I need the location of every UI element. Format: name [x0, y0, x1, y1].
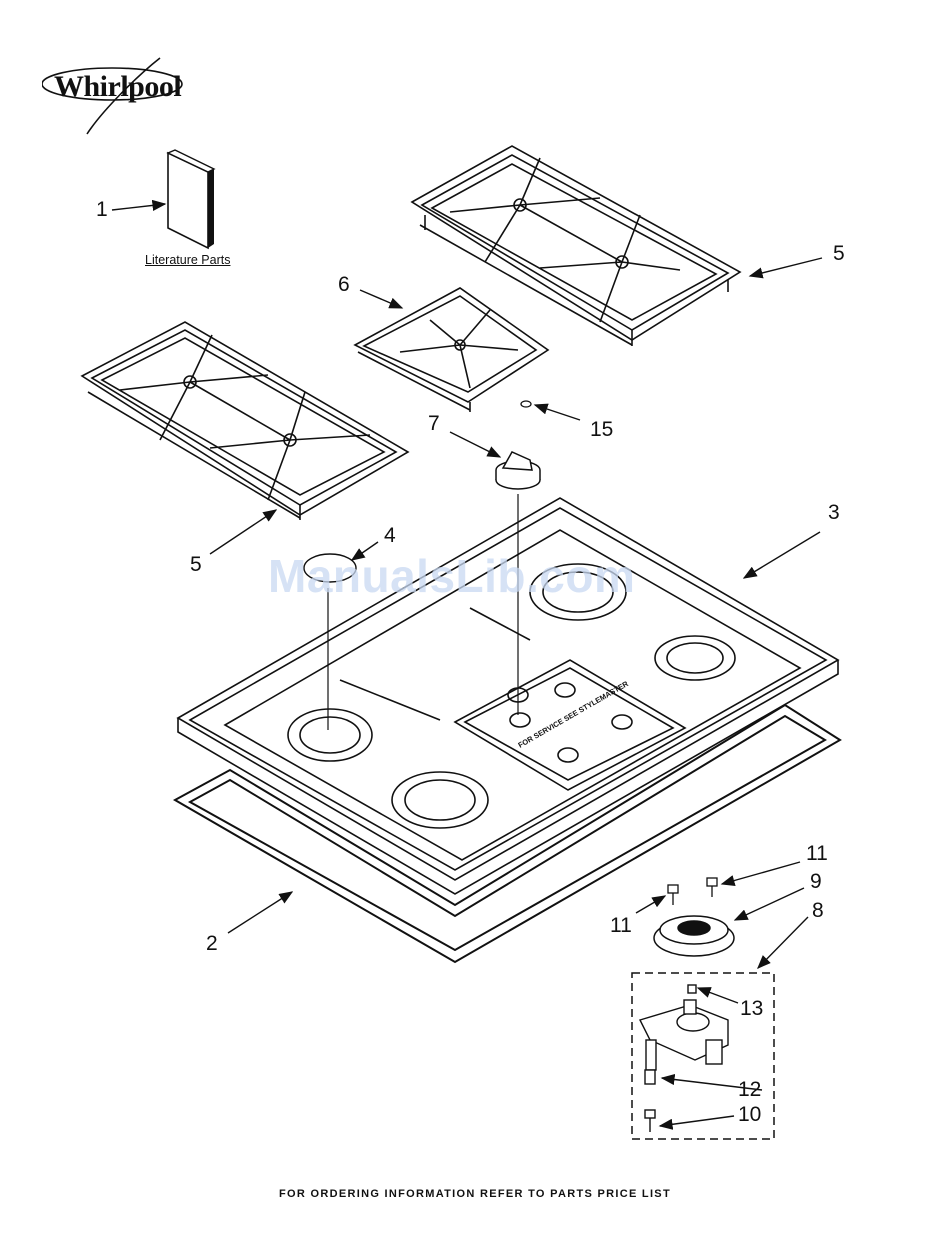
callout-15: 15 [590, 419, 613, 440]
grate-right [412, 146, 740, 346]
callout-5-right: 5 [833, 243, 845, 264]
callout-9: 9 [810, 871, 822, 892]
callout-3: 3 [828, 502, 840, 523]
callout-7: 7 [428, 413, 440, 434]
callout-12: 12 [738, 1079, 761, 1100]
grate-foot-pad [521, 401, 531, 407]
literature-booklet [168, 150, 214, 248]
panel-text: FOR SERVICE SEE STYLEMASTER [517, 679, 631, 750]
callout-13: 13 [740, 998, 763, 1019]
callout-1: 1 [96, 199, 108, 220]
callout-2: 2 [206, 933, 218, 954]
watermark: ManualsLib.com [268, 549, 635, 603]
burner-base [654, 916, 734, 956]
callout-4: 4 [384, 525, 396, 546]
grate-small [355, 288, 548, 412]
callout-11-left: 11 [610, 915, 632, 936]
callout-10: 10 [738, 1104, 761, 1125]
screws [668, 878, 717, 905]
callout-6: 6 [338, 274, 350, 295]
footer-note: FOR ORDERING INFORMATION REFER TO PARTS … [0, 1188, 950, 1200]
callout-8: 8 [812, 900, 824, 921]
control-knob [496, 452, 540, 489]
callout-5-left: 5 [190, 554, 202, 575]
callout-11-right: 11 [806, 843, 828, 864]
literature-parts-label: Literature Parts [145, 253, 230, 267]
